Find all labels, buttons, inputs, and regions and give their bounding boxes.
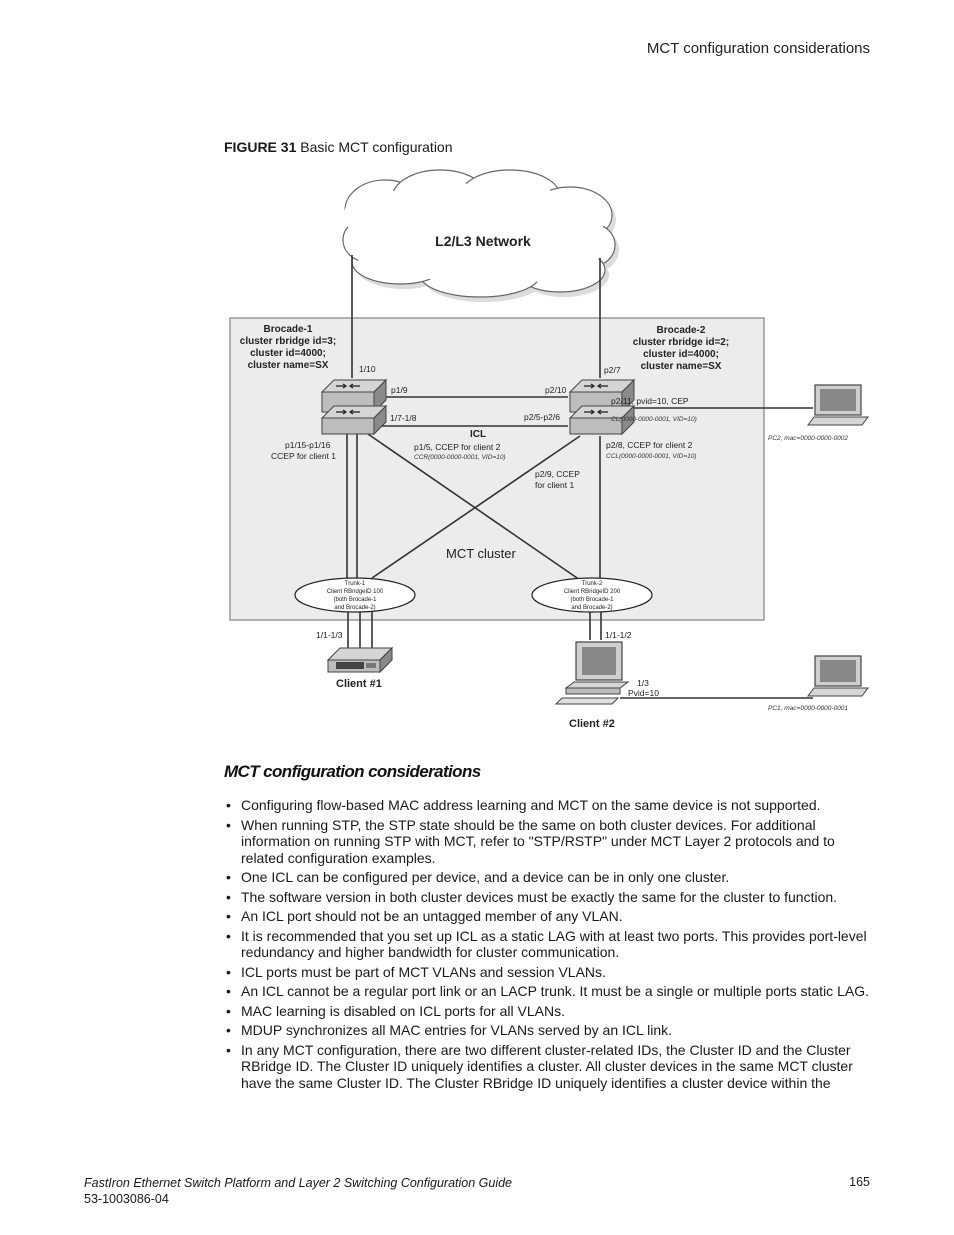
list-item: In any MCT configuration, there are two … [224, 1042, 874, 1092]
b2-ccep-client2: p2/8, CCEP for client 2 [606, 440, 693, 450]
cloud-label: L2/L3 Network [435, 233, 531, 249]
trunk1-oval [294, 577, 416, 613]
port-b2-icl-top: p2/10 [545, 385, 567, 395]
list-item: MDUP synchronizes all MAC entries for VL… [224, 1022, 874, 1039]
network-cloud [342, 169, 619, 302]
section-heading: MCT configuration considerations [224, 762, 481, 781]
trunk2-note-b: and Brocade-2) [571, 605, 612, 611]
brocade1-switch [320, 378, 388, 436]
mct-cluster-box [229, 317, 765, 621]
page-number: 165 [849, 1175, 870, 1189]
footer-doc-info: FastIron Ethernet Switch Platform and La… [84, 1175, 512, 1207]
trunk2-rbridge: Client RBridgeID 200 [564, 589, 621, 595]
list-item: ICL ports must be part of MCT VLANs and … [224, 964, 874, 981]
brocade1-cluster-id: cluster id=4000; [250, 348, 326, 359]
list-item: Configuring flow-based MAC address learn… [224, 797, 874, 814]
port-b2-icl-lag: p2/5-p2/6 [524, 412, 560, 422]
list-item: An ICL cannot be a regular port link or … [224, 983, 874, 1000]
b1-to-trunk2 [364, 431, 581, 581]
list-item: The software version in both cluster dev… [224, 889, 874, 906]
brocade1-rbridge: cluster rbridge id=3; [240, 336, 336, 347]
pc1-laptop-icon [807, 655, 869, 697]
pc1-label: PC1, mac=0000-0000-0001 [768, 705, 848, 712]
client2-computer-icon [554, 641, 630, 705]
trunk2-note-a: (both Brocade-1 [570, 597, 614, 603]
figure-caption: FIGURE 31 Basic MCT configuration [224, 139, 453, 155]
port-b2-uplink: p2/7 [604, 365, 621, 375]
trunk1-note-b: and Brocade-2) [334, 605, 375, 611]
list-item: An ICL port should not be an untagged me… [224, 908, 874, 925]
trunk1-name: Trunk-1 [345, 581, 366, 587]
port-b1-icl-lag: 1/7-1/8 [390, 413, 417, 423]
brocade2-name: Brocade-2 [657, 325, 706, 336]
b2-cl-label: CL(0000-0000-0001, VID=10) [611, 416, 697, 423]
trunk1-note-a: (both Brocade-1 [333, 597, 377, 603]
b1-ccep-label: CCEP for client 1 [271, 451, 336, 461]
trunk2-name: Trunk-2 [582, 581, 603, 587]
brocade2-switch [568, 378, 636, 436]
list-item: One ICL can be configured per device, an… [224, 869, 874, 886]
b1-ccep-ports: p1/15-p1/16 [285, 440, 331, 450]
client2-label: Client #2 [569, 718, 615, 730]
b2-ccep-client1-b: for client 1 [535, 480, 574, 490]
brocade1-name: Brocade-1 [264, 324, 313, 335]
mct-diagram: L2/L3 Network [229, 169, 869, 730]
figure-number: FIGURE 31 [224, 139, 297, 155]
client1-ports: 1/1-1/3 [316, 630, 343, 640]
trunk1-rbridge: Client RBridgeID 100 [327, 589, 384, 595]
pc2-label: PC2, mac=0000-0000-0002 [768, 435, 848, 442]
client2-port-b: Pvid=10 [628, 688, 659, 698]
port-b1-uplink: 1/10 [359, 364, 376, 374]
brocade2-cluster-name: cluster name=SX [641, 361, 722, 372]
client1-label: Client #1 [336, 678, 382, 690]
b1-ccr-label: CCR(0000-0000-0001, VID=10) [414, 454, 506, 461]
icl-label: ICL [470, 429, 486, 440]
b2-ccep-client1-a: p2/9, CCEP [535, 469, 580, 479]
brocade2-rbridge: cluster rbridge id=2; [633, 337, 729, 348]
b1-ccep-client2: p1/5, CCEP for client 2 [414, 442, 501, 452]
footer-doc-number: 53-1003086-04 [84, 1192, 169, 1206]
client2-ports: 1/1-1/2 [605, 630, 632, 640]
figure-title: Basic MCT configuration [300, 139, 453, 155]
b2-cep-label: p2/11, pvid=10, CEP [611, 396, 689, 406]
list-item: It is recommended that you set up ICL as… [224, 928, 874, 961]
considerations-list: Configuring flow-based MAC address learn… [224, 797, 874, 1094]
running-header: MCT configuration considerations [646, 40, 870, 57]
b2-ccl-label: CCL(0000-0000-0001, VID=10) [606, 453, 697, 460]
b2-to-trunk1 [371, 435, 581, 579]
brocade2-cluster-id: cluster id=4000; [643, 349, 719, 360]
list-item: When running STP, the STP state should b… [224, 817, 874, 867]
mct-cluster-label: MCT cluster [446, 546, 516, 561]
list-item: MAC learning is disabled on ICL ports fo… [224, 1003, 874, 1020]
footer-doc-title: FastIron Ethernet Switch Platform and La… [84, 1176, 512, 1190]
client1-switch-icon [326, 646, 394, 674]
client2-port-a: 1/3 [637, 678, 649, 688]
brocade1-cluster-name: cluster name=SX [248, 360, 329, 371]
port-b1-icl-top: p1/9 [391, 385, 408, 395]
trunk2-oval [531, 577, 653, 613]
pc2-laptop-icon [807, 384, 869, 426]
